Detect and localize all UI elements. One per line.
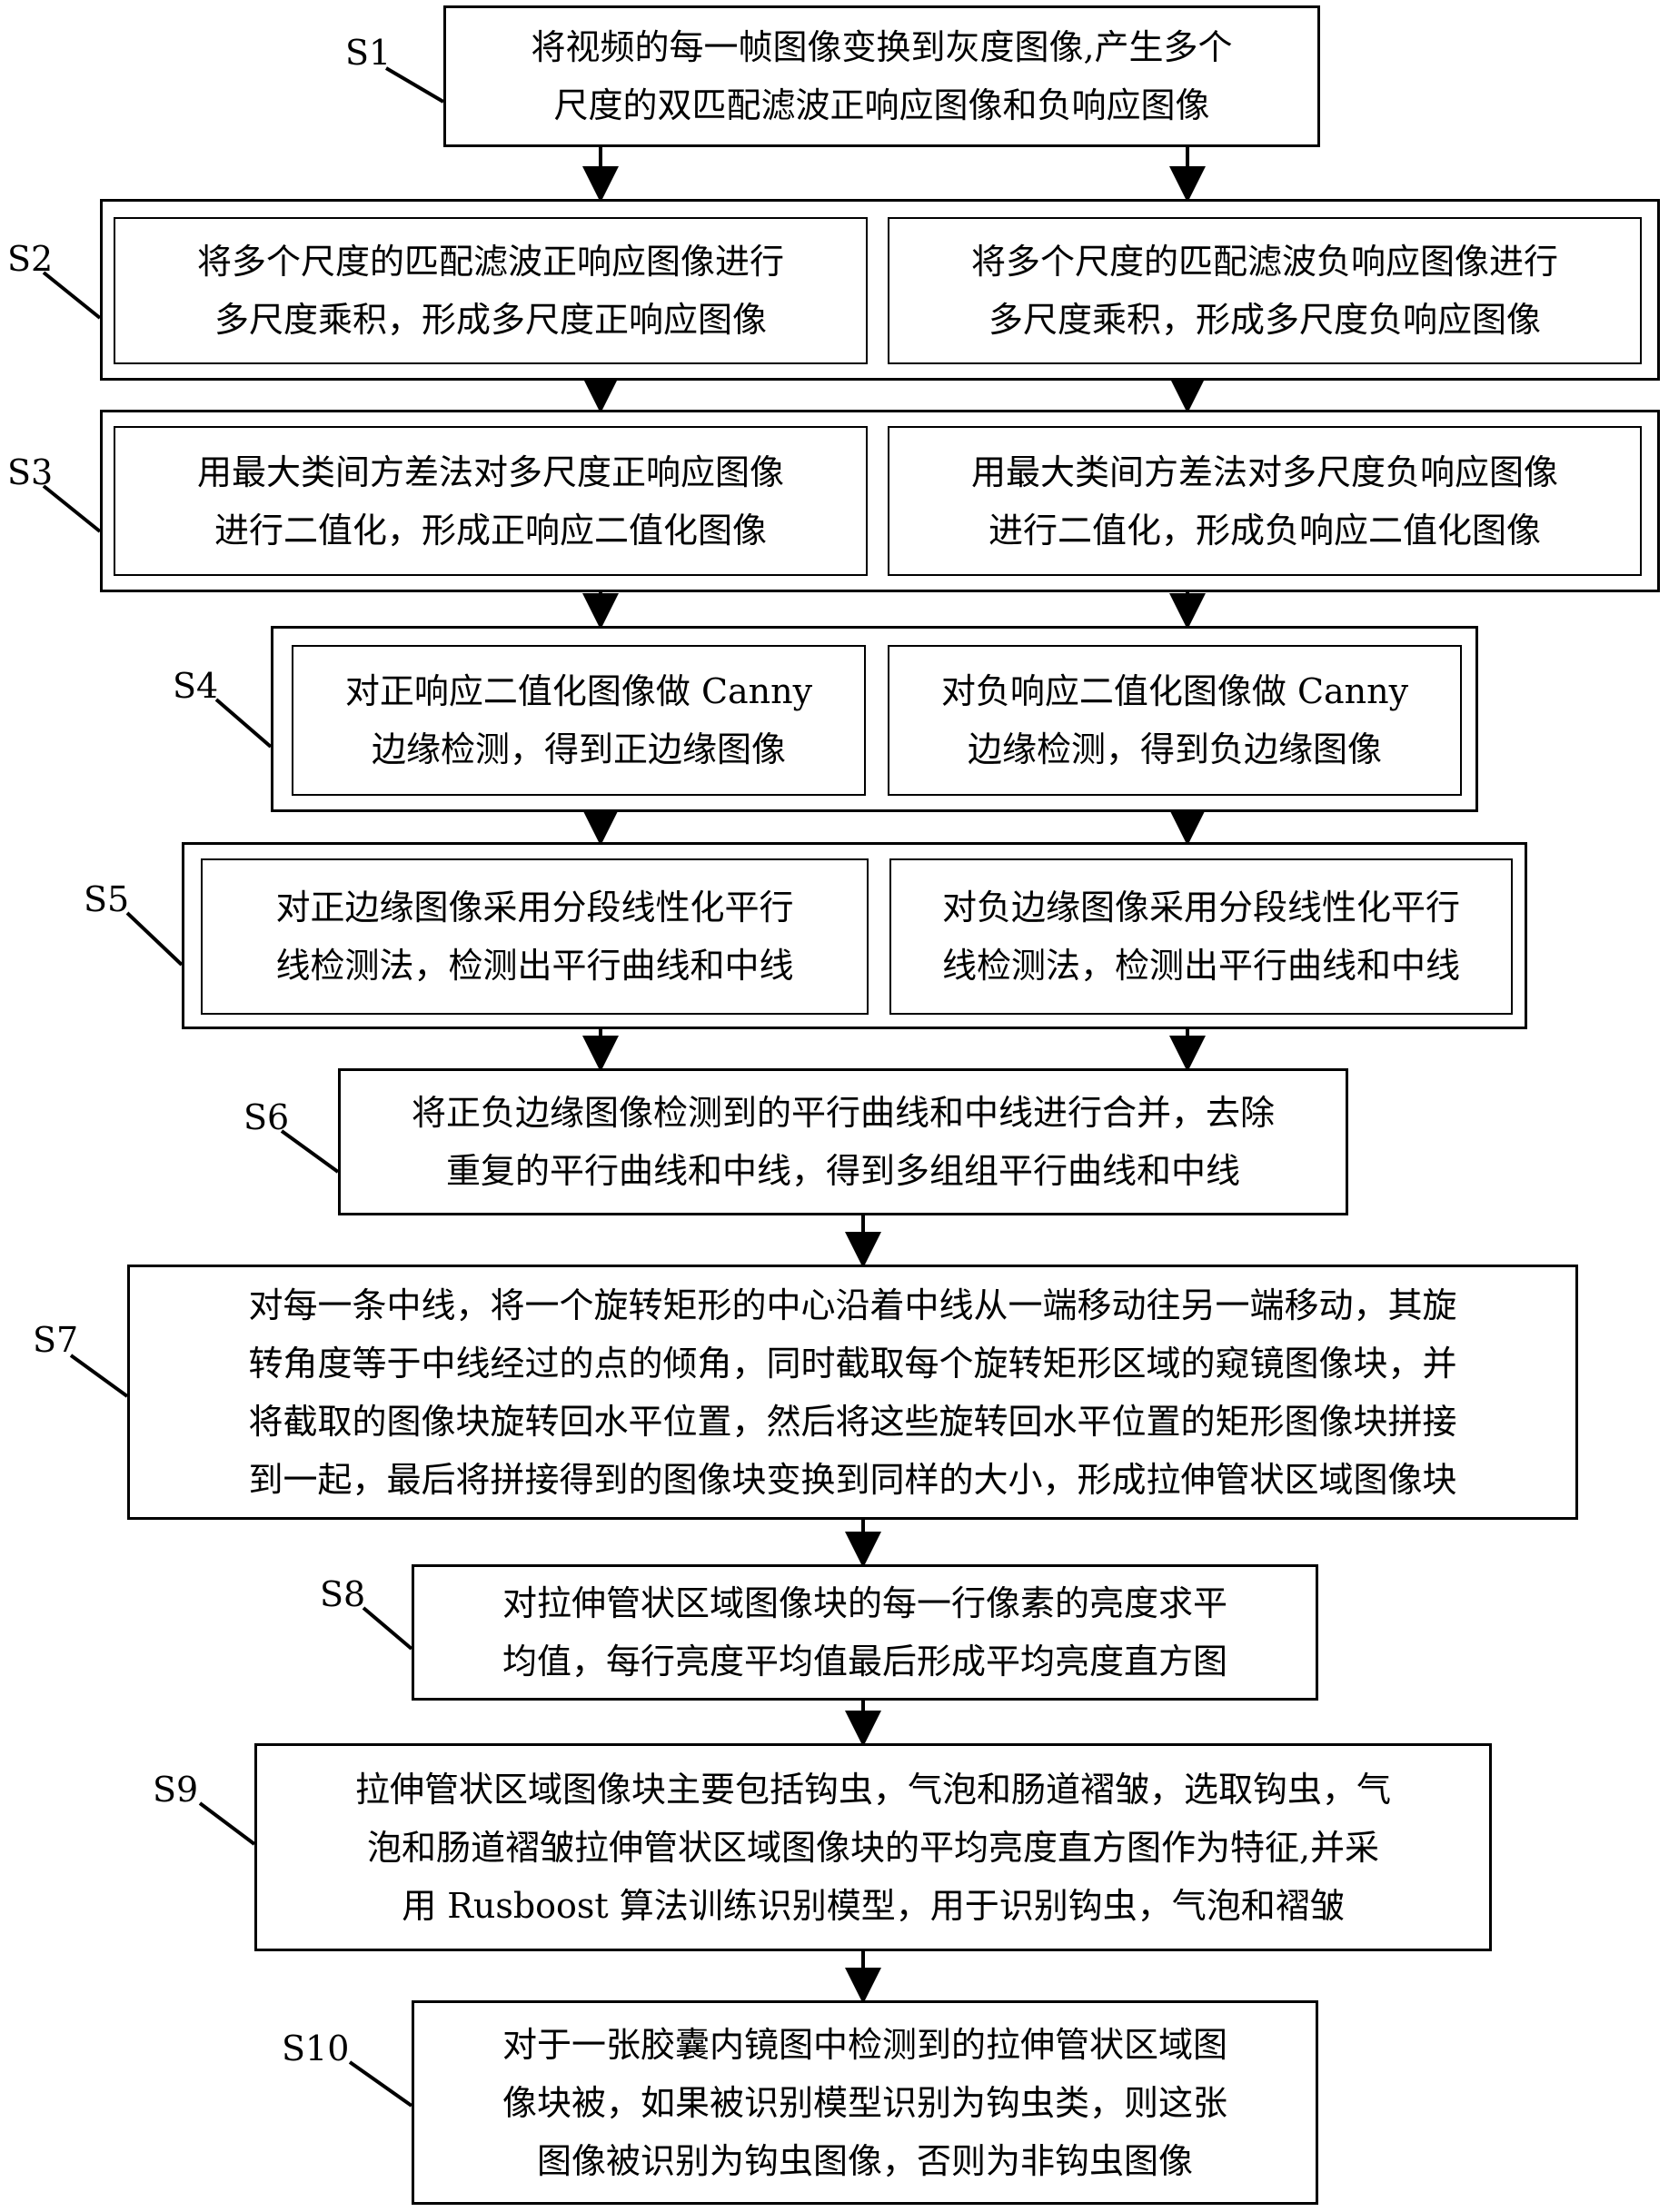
step-box-s4-right: 对负响应二值化图像做 Canny 边缘检测，得到负边缘图像 <box>888 645 1462 796</box>
step-box-s5-right: 对负边缘图像采用分段线性化平行 线检测法，检测出平行曲线和中线 <box>889 858 1513 1015</box>
step-text-s10: 对于一张胶囊内镜图中检测到的拉伸管状区域图 像块被，如果被识别模型识别为钩虫类，… <box>414 2016 1316 2190</box>
step-text-s2-right: 将多个尺度的匹配滤波负响应图像进行 多尺度乘积，形成多尺度负响应图像 <box>889 233 1640 349</box>
step-label-s7: S7 <box>33 1322 78 1358</box>
step-label-s10: S10 <box>282 2030 349 2067</box>
step-box-s10: 对于一张胶囊内镜图中检测到的拉伸管状区域图 像块被，如果被识别模型识别为钩虫类，… <box>412 2000 1318 2205</box>
step-text-s5-right: 对负边缘图像采用分段线性化平行 线检测法，检测出平行曲线和中线 <box>891 878 1511 995</box>
step-group-s2: 将多个尺度的匹配滤波正响应图像进行 多尺度乘积，形成多尺度正响应图像 将多个尺度… <box>100 199 1660 381</box>
leader-s4 <box>216 699 271 747</box>
step-text-s9: 拉伸管状区域图像块主要包括钩虫，气泡和肠道褶皱，选取钩虫，气 泡和肠道褶皱拉伸管… <box>257 1761 1489 1935</box>
leader-s3 <box>44 486 100 531</box>
step-text-s4-left: 对正响应二值化图像做 Canny 边缘检测，得到正边缘图像 <box>293 662 864 779</box>
leader-s2 <box>44 273 100 318</box>
step-box-s9: 拉伸管状区域图像块主要包括钩虫，气泡和肠道褶皱，选取钩虫，气 泡和肠道褶皱拉伸管… <box>254 1743 1492 1951</box>
leader-s10 <box>350 2062 412 2106</box>
step-text-s6: 将正负边缘图像检测到的平行曲线和中线进行合并，去除 重复的平行曲线和中线，得到多… <box>341 1084 1346 1200</box>
leader-s6 <box>282 1131 338 1172</box>
step-text-s5-left: 对正边缘图像采用分段线性化平行 线检测法，检测出平行曲线和中线 <box>203 878 867 995</box>
step-label-s1: S1 <box>345 35 391 71</box>
step-box-s2-left: 将多个尺度的匹配滤波正响应图像进行 多尺度乘积，形成多尺度正响应图像 <box>114 217 868 364</box>
leader-s1 <box>386 68 443 102</box>
step-group-s3: 用最大类间方差法对多尺度正响应图像 进行二值化，形成正响应二值化图像 用最大类间… <box>100 410 1660 592</box>
step-label-s8: S8 <box>320 1576 365 1612</box>
step-box-s3-right: 用最大类间方差法对多尺度负响应图像 进行二值化，形成负响应二值化图像 <box>888 426 1642 576</box>
step-text-s3-left: 用最大类间方差法对多尺度正响应图像 进行二值化，形成正响应二值化图像 <box>115 443 866 560</box>
step-text-s4-right: 对负响应二值化图像做 Canny 边缘检测，得到负边缘图像 <box>889 662 1460 779</box>
leader-s5 <box>127 913 182 965</box>
step-box-s2-right: 将多个尺度的匹配滤波负响应图像进行 多尺度乘积，形成多尺度负响应图像 <box>888 217 1642 364</box>
step-text-s2-left: 将多个尺度的匹配滤波正响应图像进行 多尺度乘积，形成多尺度正响应图像 <box>115 233 866 349</box>
step-text-s7: 对每一条中线，将一个旋转矩形的中心沿着中线从一端移动往另一端移动，其旋 转角度等… <box>130 1276 1575 1509</box>
step-box-s5-left: 对正边缘图像采用分段线性化平行 线检测法，检测出平行曲线和中线 <box>201 858 869 1015</box>
leader-s9 <box>200 1803 254 1844</box>
step-text-s1: 将视频的每一帧图像变换到灰度图像,产生多个 尺度的双匹配滤波正响应图像和负响应图… <box>446 18 1317 134</box>
step-group-s4: 对正响应二值化图像做 Canny 边缘检测，得到正边缘图像 对负响应二值化图像做… <box>271 626 1478 812</box>
step-box-s4-left: 对正响应二值化图像做 Canny 边缘检测，得到正边缘图像 <box>292 645 866 796</box>
step-box-s1: 将视频的每一帧图像变换到灰度图像,产生多个 尺度的双匹配滤波正响应图像和负响应图… <box>443 5 1320 147</box>
step-text-s3-right: 用最大类间方差法对多尺度负响应图像 进行二值化，形成负响应二值化图像 <box>889 443 1640 560</box>
step-group-s5: 对正边缘图像采用分段线性化平行 线检测法，检测出平行曲线和中线 对负边缘图像采用… <box>182 842 1527 1029</box>
step-label-s2: S2 <box>7 241 53 277</box>
step-box-s3-left: 用最大类间方差法对多尺度正响应图像 进行二值化，形成正响应二值化图像 <box>114 426 868 576</box>
step-box-s6: 将正负边缘图像检测到的平行曲线和中线进行合并，去除 重复的平行曲线和中线，得到多… <box>338 1068 1348 1215</box>
step-label-s3: S3 <box>7 454 53 491</box>
step-label-s4: S4 <box>173 668 218 704</box>
step-label-s6: S6 <box>243 1099 289 1136</box>
step-box-s7: 对每一条中线，将一个旋转矩形的中心沿着中线从一端移动往另一端移动，其旋 转角度等… <box>127 1265 1578 1520</box>
step-label-s9: S9 <box>153 1771 198 1808</box>
step-text-s8: 对拉伸管状区域图像块的每一行像素的亮度求平 均值，每行亮度平均值最后形成平均亮度… <box>414 1574 1316 1691</box>
step-box-s8: 对拉伸管状区域图像块的每一行像素的亮度求平 均值，每行亮度平均值最后形成平均亮度… <box>412 1564 1318 1701</box>
step-label-s5: S5 <box>84 881 129 918</box>
leader-s7 <box>71 1355 127 1396</box>
leader-s8 <box>363 1608 412 1649</box>
